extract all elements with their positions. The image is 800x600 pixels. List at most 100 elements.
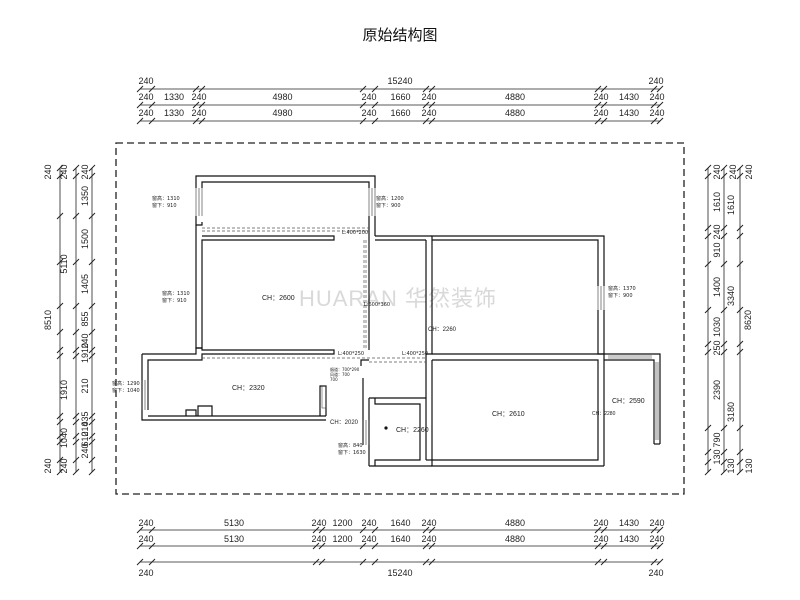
dim-left-2: 1500 [80, 229, 90, 249]
window-6-height: 窗高：840 [338, 442, 363, 449]
dim-tick [736, 448, 744, 456]
dim-tick [704, 224, 712, 232]
dim-tick [198, 101, 206, 109]
windows [141, 188, 659, 445]
dim-bottom-r2-7: 4880 [505, 534, 525, 544]
dim-top-total: 15240 [387, 76, 412, 86]
dim-tick [371, 542, 379, 550]
dim-bottom-r2-1: 5130 [224, 534, 244, 544]
dim-tick [736, 306, 744, 314]
walls [141, 175, 661, 467]
dim-bottom-r1-0: 240 [138, 518, 153, 528]
dim-tick [656, 542, 664, 550]
dim-bottom-r1-3: 1200 [332, 518, 352, 528]
dim-tick [422, 526, 430, 534]
dim-right-mid-top: 240 [728, 164, 738, 179]
dimension-bottom-ticks [136, 526, 664, 566]
room-upper-mid-height: CH：2260 [428, 327, 457, 333]
dim-tick [656, 526, 664, 534]
room-lower-right-height: CH：2610 [492, 411, 525, 418]
dim-left-1: 1350 [80, 186, 90, 206]
dimension-bottom [140, 529, 660, 563]
dim-tick [136, 526, 144, 534]
window-4-sill: 窗下：900 [608, 292, 633, 299]
dim-top-r1-4: 240 [361, 92, 376, 102]
dim-tick [720, 224, 728, 232]
watermark: HUARAN 华然装饰 [299, 286, 497, 311]
dim-right-1: 1610 [712, 192, 722, 212]
window-2-height: 窗高：1200 [376, 195, 404, 202]
dim-left-6: 1910 [80, 343, 90, 363]
dim-left-0: 240 [80, 164, 90, 179]
dim-tick [720, 348, 728, 356]
dim-tick [704, 260, 712, 268]
dim-tick [88, 412, 96, 420]
dim-tick [736, 260, 744, 268]
shaft-marker [321, 385, 327, 409]
dim-tick [88, 212, 96, 220]
window-3-height: 窗高：1310 [162, 290, 190, 297]
dim-tick [704, 458, 712, 466]
window-1-height: 窗高：1310 [152, 195, 180, 202]
dim-top-r2-9: 1430 [619, 108, 639, 118]
dim-top-r2-10: 240 [649, 108, 664, 118]
dim-bottom-r2-6: 240 [421, 534, 436, 544]
dim-tick [600, 85, 608, 93]
dim-tick [720, 232, 728, 240]
dim-right-total: 8620 [743, 310, 753, 330]
dim-tick [148, 117, 156, 125]
dimension-right [707, 168, 741, 472]
dim-right-0: 240 [712, 164, 722, 179]
dim-top-r2-8: 240 [593, 108, 608, 118]
dim-right-3: 910 [712, 242, 722, 257]
dim-tick [600, 542, 608, 550]
dim-tick [72, 164, 80, 172]
dim-tick [88, 468, 96, 476]
dim-tick [371, 526, 379, 534]
dimension-top-ticks [136, 85, 664, 125]
dim-tick [88, 346, 96, 354]
dim-tick [600, 117, 608, 125]
dim-tick [312, 542, 320, 550]
dim-tick [656, 558, 664, 566]
dim-tick [704, 340, 712, 348]
dim-tick [72, 328, 80, 336]
beam-label-1: L:400*200 [342, 230, 368, 236]
dim-tick [148, 526, 156, 534]
dim-tick [136, 558, 144, 566]
dim-bottom-r1-10: 240 [649, 518, 664, 528]
dim-tick [594, 558, 602, 566]
dim-bottom-left-end: 240 [138, 568, 153, 578]
dim-right-mid-2: 3340 [726, 286, 736, 306]
dimension-left-row: 2401350150014058552401910210435210610240… [43, 164, 90, 473]
room-balcony-height: CH：2590 [612, 398, 645, 405]
dim-tick [720, 340, 728, 348]
dim-tick [650, 526, 658, 534]
dim-tick [88, 258, 96, 266]
dim-right-6: 250 [712, 340, 722, 355]
dim-tick [56, 432, 64, 440]
dim-top-r1-2: 240 [191, 92, 206, 102]
dim-bottom-r2-0: 240 [138, 534, 153, 544]
dim-top-r1-8: 240 [593, 92, 608, 102]
dim-tick [72, 468, 80, 476]
dim-top-r1-9: 1430 [619, 92, 639, 102]
dim-tick [594, 526, 602, 534]
dimension-right-ticks [704, 164, 744, 476]
dim-top-r1-7: 4880 [505, 92, 525, 102]
note-1: 烟道：700*290 [330, 366, 360, 372]
dim-tick [56, 258, 64, 266]
dim-tick [594, 85, 602, 93]
dim-tick [56, 172, 64, 180]
room-upper-left-height: CH：2600 [262, 295, 295, 302]
dim-tick [72, 212, 80, 220]
dim-tick [422, 117, 430, 125]
dim-tick [704, 448, 712, 456]
dim-tick [148, 101, 156, 109]
dim-right-total-top: 240 [744, 164, 754, 179]
dim-tick [72, 438, 80, 446]
outer-frame [115, 142, 685, 495]
